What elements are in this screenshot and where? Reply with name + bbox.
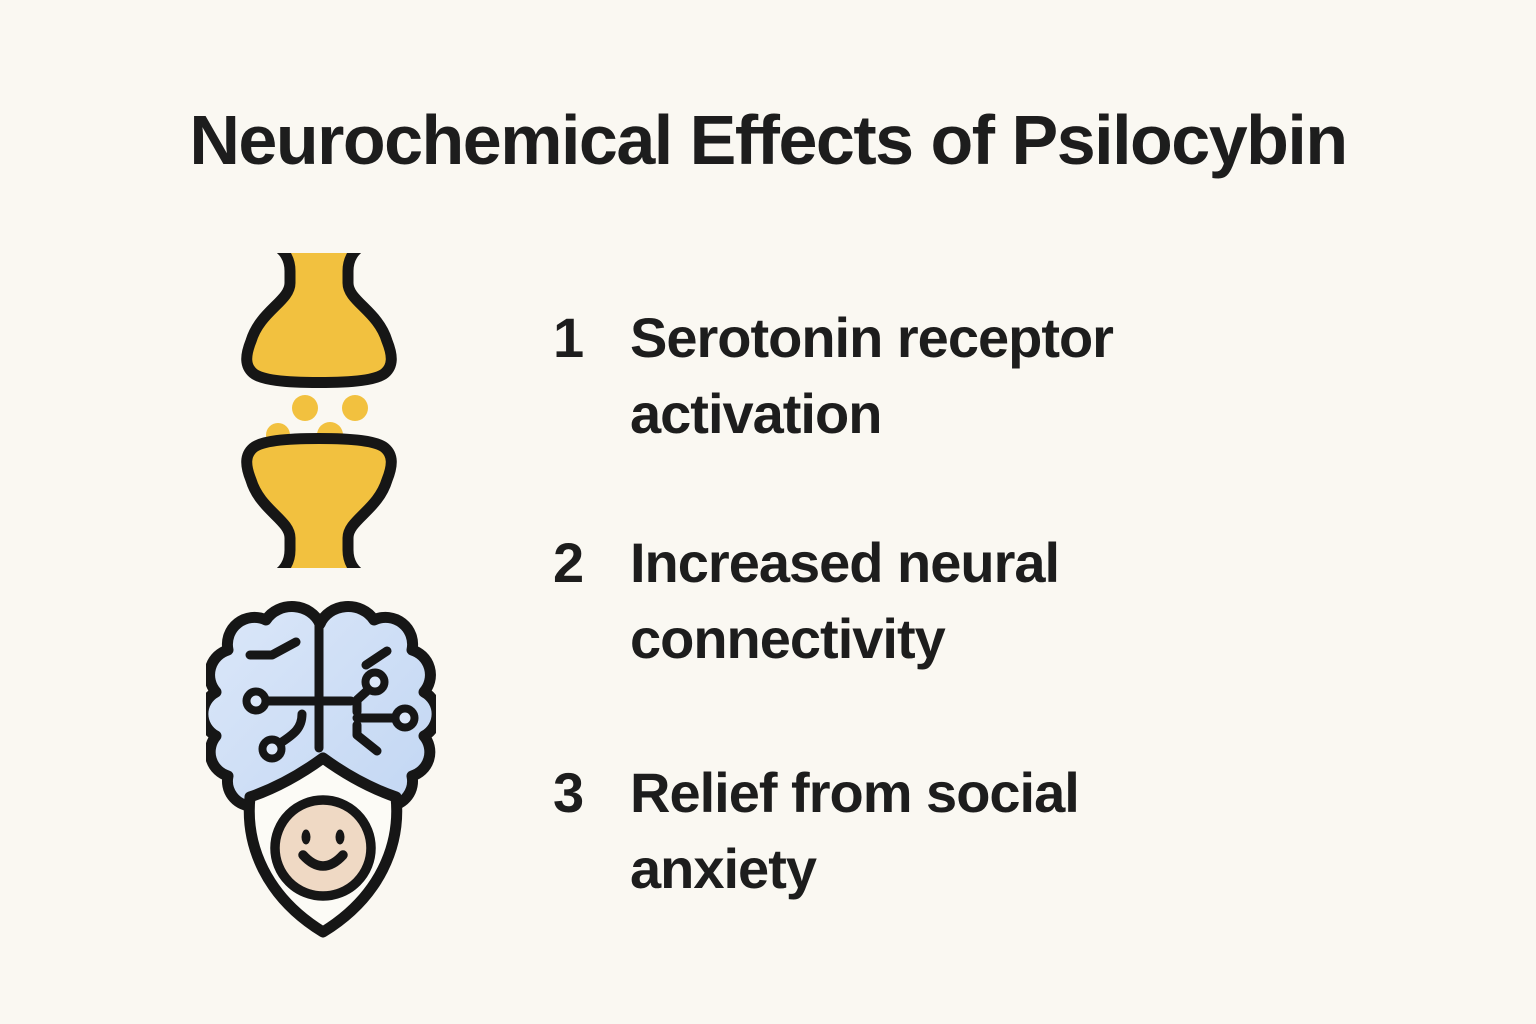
item-number: 1 bbox=[553, 306, 584, 369]
list-item: 2 Increased neural connectivity bbox=[553, 525, 1230, 677]
brain-shield-icon bbox=[206, 601, 436, 938]
item-text: Serotonin receptor activation bbox=[630, 306, 1114, 445]
item-text: Relief from social anxiety bbox=[630, 761, 1080, 900]
list-item: 1 Serotonin receptor activation bbox=[553, 300, 1230, 452]
item-number: 2 bbox=[553, 531, 584, 594]
brain-circuit-traces bbox=[242, 617, 419, 763]
page-title: Neurochemical Effects of Psilocybin bbox=[189, 101, 1348, 179]
synapse-bottom-terminal bbox=[241, 433, 397, 568]
item-text: Increased neural connectivity bbox=[630, 531, 1060, 670]
synapse-top-terminal bbox=[241, 253, 397, 388]
smiley-face-icon bbox=[270, 795, 376, 901]
item-number: 3 bbox=[553, 761, 584, 824]
list-item: 3 Relief from social anxiety bbox=[553, 755, 1230, 907]
synapse-icon bbox=[241, 253, 397, 568]
